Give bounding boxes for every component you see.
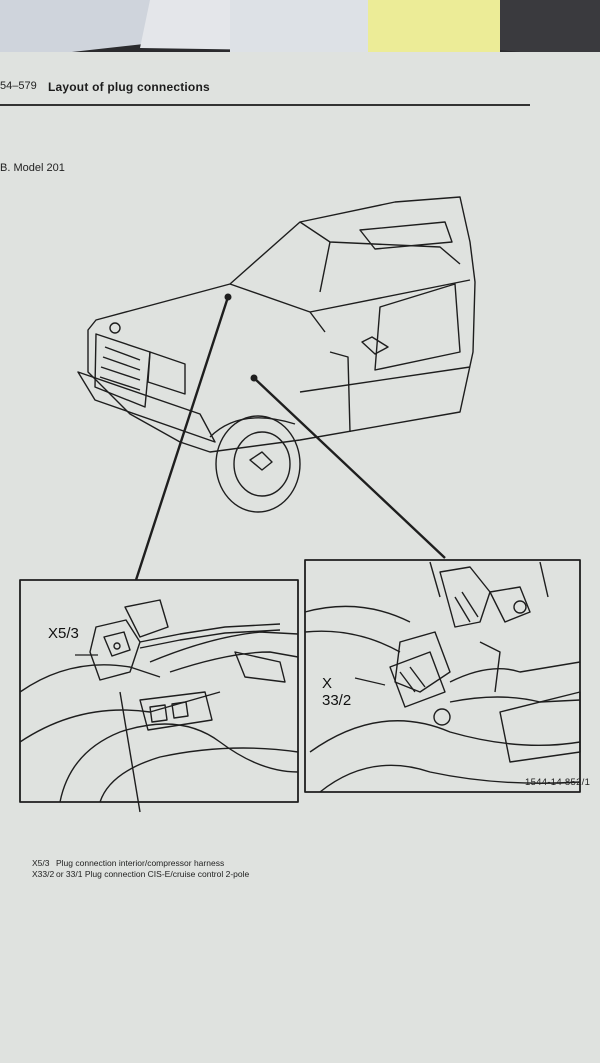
legend-code: X5/3 [32, 858, 50, 868]
background-papers [0, 0, 600, 60]
car-drawing [77, 196, 476, 581]
legend-row: X5/3 Plug connection interior/compressor… [32, 858, 249, 869]
section-label: B. Model 201 [0, 162, 65, 174]
callout-x33-2: X 33/2 [322, 675, 351, 709]
legend-text: Plug connection interior/compressor harn… [56, 858, 225, 868]
legend-text: or 33/1 Plug connection CIS-E/cruise con… [56, 869, 250, 879]
plug-connection-illustration [19, 196, 581, 813]
manual-page: 54–579 Layout of plug connections B. Mod… [0, 52, 600, 1063]
detail-x5-3 [19, 579, 299, 813]
callout-x33-2-line2: 33/2 [322, 692, 352, 709]
page-number: 54–579 [0, 80, 37, 92]
legend-code: X33/2 [32, 869, 55, 879]
legend: X5/3 Plug connection interior/compressor… [32, 858, 249, 880]
callout-x33-2-line1: X [322, 675, 333, 692]
callout-x5-3: X5/3 [48, 625, 79, 642]
title-rule [0, 104, 530, 106]
figure-reference: 1544-14 852/1 [525, 777, 591, 788]
detail-x33-2 [304, 559, 581, 793]
legend-row: X33/2 or 33/1 Plug connection CIS-E/crui… [32, 869, 249, 880]
page-title: Layout of plug connections [48, 80, 210, 94]
